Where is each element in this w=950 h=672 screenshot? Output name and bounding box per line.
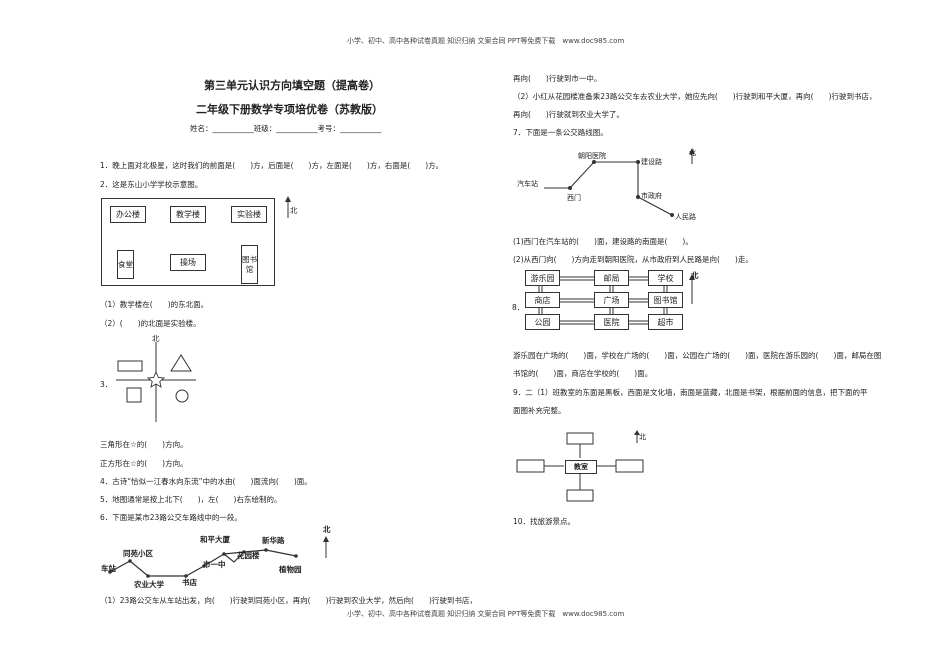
cell-square: 广场	[594, 292, 629, 308]
lab-building: 实验楼	[231, 206, 267, 223]
circle-shape-icon	[175, 389, 189, 403]
question-8-line2: 书馆的( )面，商店在学校的( )面。	[513, 369, 653, 378]
stop-heping-building: 和平大厦	[200, 535, 230, 544]
cell-shop: 商店	[525, 292, 560, 308]
north-arrow-icon	[285, 196, 291, 218]
cell-school: 学校	[648, 270, 683, 286]
compass-figure	[116, 342, 196, 422]
question-9-line2: 面图补充完整。	[513, 406, 566, 415]
rectangle-shape-icon	[117, 360, 143, 372]
stop-station: 车站	[101, 564, 116, 573]
page-header: 小学、初中、高中各种试卷真题 知识归纳 文案合同 PPT等免费下载 www.do…	[347, 37, 625, 45]
teaching-building: 教学楼	[170, 206, 206, 223]
stop-tongyuan: 同苑小区	[123, 549, 153, 558]
cell-park: 公园	[525, 314, 560, 330]
cell-library: 图书馆	[648, 292, 683, 308]
route-stop-west-gate: 西门	[567, 194, 581, 202]
stop-bookstore: 书店	[182, 578, 197, 587]
question-4: 4．古诗“恰似一江春水向东流”中的水由( )面流向( )面。	[100, 477, 312, 486]
bus-route-q7-diagram	[544, 148, 695, 217]
route-stop-chaoyang-hospital: 朝阳医院	[578, 152, 606, 160]
question-6-part-1: （1）23路公交车从车站出发，向( )行驶到同苑小区，再向( )行驶到农业大学，…	[100, 596, 477, 605]
question-8-number: 8．	[512, 303, 525, 312]
stop-xinhua-road: 新华路	[262, 536, 285, 545]
question-3-number: 3．	[100, 380, 113, 389]
classroom-plan-diagram	[516, 432, 644, 502]
question-2-part-2: （2）( )的北面是实验楼。	[100, 319, 201, 328]
bus-route-23-diagram	[108, 536, 329, 578]
question-6-part-2-line2: 再向( )行驶就到农业大学了。	[513, 110, 624, 119]
bus-north-label: 北	[323, 525, 331, 534]
question-6-part-2-line1: （2）小红从花园楼准备乘23路公交车去农业大学，她应先向( )行驶到和平大厦，再…	[513, 92, 877, 101]
star-center-icon	[146, 370, 166, 388]
question-7-part-2: (2)从西门向( )方向走到朝阳医院，从市政府到人民路是向( )走。	[513, 255, 753, 264]
stop-botanical-garden: 植物园	[279, 565, 302, 574]
cell-hospital: 医院	[594, 314, 629, 330]
name-class-id-line: 姓名：___________班级：___________考号：_________…	[190, 124, 382, 133]
question-7-part-1: (1)西门在汽车站的( )面，建设路的南面是( )。	[513, 237, 693, 246]
route-stop-jianshe-road: 建设路	[641, 158, 662, 166]
office-building: 办公楼	[110, 206, 146, 223]
title-secondary: 二年级下册数学专项培优卷（苏教版）	[196, 103, 383, 116]
question-3-part-2: 正方形在☆的( )方向。	[100, 459, 188, 468]
route-stop-bus-station: 汽车站	[517, 180, 538, 188]
north-arrow-icon	[634, 430, 640, 443]
question-1: 1．晚上面对北极星，这时我们的前面是( )方，后面是( )方，左面是( )方，右…	[100, 161, 444, 170]
question-2: 2．这是东山小学学校示意图。	[100, 180, 203, 189]
question-10: 10．找旅游景点。	[513, 517, 576, 526]
question-6-part-1-cont: 再向( )行驶到市一中。	[513, 74, 602, 83]
grid-north-label: 北	[691, 271, 699, 280]
cell-supermarket: 超市	[648, 314, 683, 330]
compass-north-label: 北	[152, 334, 160, 343]
cell-post-office: 邮局	[594, 270, 629, 286]
playground: 操场	[170, 254, 206, 271]
route-stop-renmin-road: 人民路	[675, 213, 696, 221]
classroom-center-box: 教室	[565, 460, 597, 474]
question-6: 6．下面是某市23路公交车路线中的一段。	[100, 513, 242, 522]
question-8-line1: 游乐园在广场的( )面，学校在广场的( )面，公园在广场的( )面，医院在游乐园…	[513, 351, 882, 360]
stop-no1-school: 市一中	[203, 560, 226, 569]
triangle-shape-icon	[170, 354, 192, 372]
canteen: 食堂	[117, 250, 134, 279]
question-7: 7．下面是一条公交路线图。	[513, 128, 608, 137]
question-5: 5．地图通常是按上北下( )，左( )右东绘制的。	[100, 495, 282, 504]
library: 图书馆	[241, 245, 258, 284]
route-north-label: 北	[689, 149, 696, 157]
square-shape-icon	[126, 387, 142, 403]
north-label: 北	[290, 206, 298, 215]
question-3-part-1: 三角形在☆的( )方向。	[100, 440, 188, 449]
page-footer: 小学、初中、高中各种试卷真题 知识归纳 文案合同 PPT等免费下载 www.do…	[347, 610, 625, 618]
question-9-line1: 9．二（1）班教室的东面是黑板，西面是文化墙，南面是蓝藏，北面是书架，根据前面的…	[513, 388, 868, 397]
title-primary: 第三单元认识方向填空题（提高卷）	[204, 79, 380, 92]
stop-agri-university: 农业大学	[134, 580, 164, 589]
route-stop-city-government: 市政府	[641, 192, 662, 200]
stop-garden-building: 花园楼	[237, 551, 260, 560]
school-boundary	[101, 198, 275, 286]
classroom-north-label: 北	[639, 433, 646, 441]
question-2-part-1: （1）教学楼在( )的东北面。	[100, 300, 209, 309]
cell-amusement-park: 游乐园	[525, 270, 560, 286]
